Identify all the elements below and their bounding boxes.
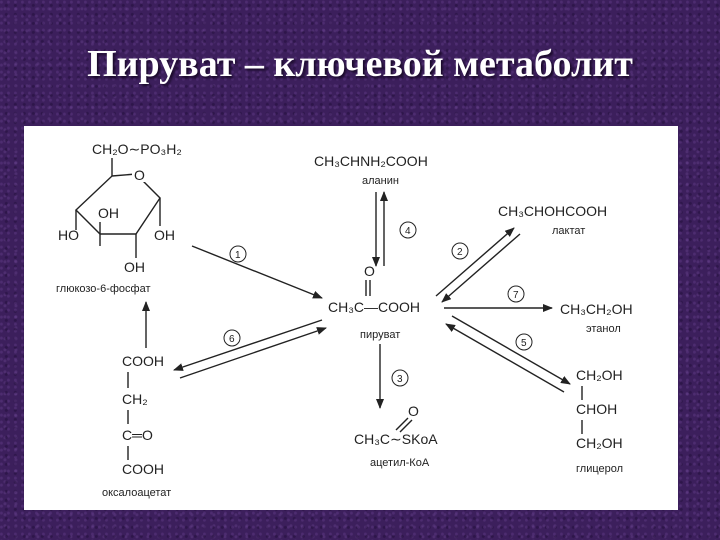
lactate-label: лактат xyxy=(552,225,585,237)
arrow-6-back xyxy=(179,327,327,379)
acetylcoa-oxygen: O xyxy=(408,403,419,419)
g6p-label: глюкозо-6-фосфат xyxy=(56,283,150,295)
ethanol-label: этанол xyxy=(586,323,621,335)
glycerol-choh: CHOH xyxy=(576,401,617,417)
reaction-badge-5: 5 xyxy=(515,333,533,351)
acetylcoa-co-bond xyxy=(395,417,409,431)
svg-text:4: 4 xyxy=(405,226,411,237)
svg-text:6: 6 xyxy=(229,334,235,345)
acetylcoa-co-bond-2 xyxy=(399,419,413,433)
arrow-2-forward xyxy=(435,227,515,297)
oaa-carbonyl: C═O xyxy=(122,427,153,443)
svg-text:3: 3 xyxy=(397,374,403,385)
g6p-oh-right: OH xyxy=(154,227,175,243)
arrow-5-forward xyxy=(451,315,571,385)
ethanol-formula: CH₃CH₂OH xyxy=(560,301,633,317)
oaa-label: оксалоацетат xyxy=(102,487,171,499)
reaction-badge-2: 2 xyxy=(451,242,469,260)
oaa-ch2: CH₂ xyxy=(122,391,148,407)
reaction-badge-7: 7 xyxy=(507,285,525,303)
pyruvate-formula: CH₃C—COOH xyxy=(328,299,420,315)
reaction-badge-6: 6 xyxy=(223,329,241,347)
alanine-formula: CH₃CHNH₂COOH xyxy=(314,153,428,169)
lactate-formula: CH₃CHOHCOOH xyxy=(498,203,607,219)
metabolic-diagram: CH₂O∼PO₃H₂ O OH HO OH OH глюкозо-6-фосфа… xyxy=(56,141,633,499)
svg-text:5: 5 xyxy=(521,338,527,349)
oaa-cooh-bottom: COOH xyxy=(122,461,164,477)
pyruvate-label: пируват xyxy=(360,329,400,341)
reaction-badge-3: 3 xyxy=(391,369,409,387)
svg-text:2: 2 xyxy=(457,247,463,258)
glycerol-label: глицерол xyxy=(576,463,623,475)
diagram-panel: CH₂O∼PO₃H₂ O OH HO OH OH глюкозо-6-фосфа… xyxy=(24,126,678,510)
reaction-badge-4: 4 xyxy=(399,221,417,239)
glycerol-ch2oh-top: CH₂OH xyxy=(576,367,623,383)
g6p-oh-inner: OH xyxy=(98,205,119,221)
reaction-badge-1: 1 xyxy=(229,245,247,263)
alanine-label: аланин xyxy=(362,175,399,187)
oaa-cooh-top: COOH xyxy=(122,353,164,369)
svg-text:7: 7 xyxy=(513,290,519,301)
svg-text:1: 1 xyxy=(235,250,241,261)
g6p-ho-left: HO xyxy=(58,227,79,243)
acetylcoa-formula: CH₃C∼SKoA xyxy=(354,431,438,447)
arrow-2-back xyxy=(441,233,521,303)
arrow-6-forward xyxy=(173,319,323,371)
pyruvate-oxygen: O xyxy=(364,263,375,279)
glycerol-ch2oh-bottom: CH₂OH xyxy=(576,435,623,451)
g6p-ring-oxygen: O xyxy=(134,167,145,183)
arrow-5-back xyxy=(445,323,565,393)
slide-title: Пируват – ключевой метаболит xyxy=(87,43,633,85)
acetylcoa-label: ацетил-КоА xyxy=(370,457,430,469)
g6p-oh-bottom: OH xyxy=(124,259,145,275)
g6p-ring xyxy=(74,173,161,235)
arrow-1 xyxy=(191,245,323,299)
g6p-phosphate-group: CH₂O∼PO₃H₂ xyxy=(92,141,182,157)
